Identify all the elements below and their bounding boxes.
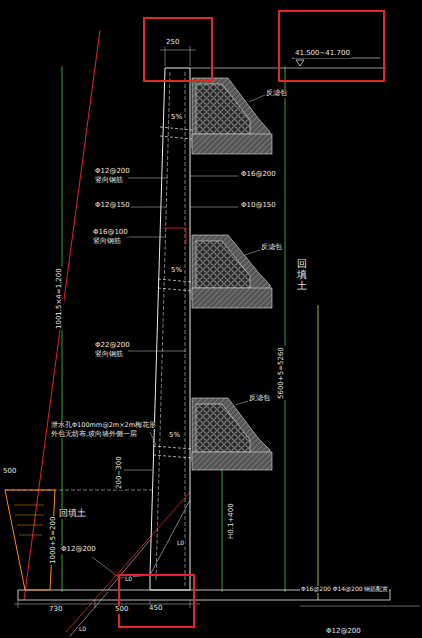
annotation: 竖向钢筋 [94,177,124,185]
dimension-text: 1000+5=200 [50,516,58,565]
annotation: 5% [170,114,183,122]
dimension-text: H0.1+400 [228,502,236,540]
highlight-box: 41.500~41.700 [278,10,385,82]
annotation: 5% [170,267,183,275]
dimension-text: 5600+5=5260 [278,346,286,400]
dimension-text: 41.500~41.700 [294,50,351,58]
annotation: 外包无纺布,坡向墙外侧一层 [50,431,138,438]
annotation: Φ12@200 [60,546,97,554]
annotation: 竖向钢筋 [94,351,124,359]
annotation: 反滤包 [260,244,283,252]
annotation: 反滤包 [248,395,271,403]
annotation: Φ16@200 Φ14@200 钢筋配置 [300,586,389,593]
annotation: 500 [2,468,17,476]
dimension-text: 200~300 [116,455,124,490]
dimension-text: 1001.5×4=1.200 [56,267,64,330]
annotation: Φ22@200 [94,342,131,350]
annotation: 反滤包 [265,90,288,98]
dimension-text: 250 [165,39,180,47]
dimension-text: 450 [148,605,163,613]
annotation: Φ10@150 [240,202,277,210]
annotation: 500 [114,606,129,614]
annotation: Φ12@200 [94,168,131,176]
annotation: 回填土 [58,509,87,519]
annotation: Φ16@200 [240,171,277,179]
highlight-box: 250 [143,17,213,82]
annotation: 竖向钢筋 [92,238,122,246]
annotation: 730 [48,606,63,614]
annotation: 5% [168,432,181,440]
annotation: Φ12@200 [325,628,362,636]
annotation: Φ12@150 [94,202,131,210]
fill-label: 回填土 [296,258,308,291]
annotation: 泄水孔Φ100mm@2m×2m梅花形 [50,422,157,429]
annotation: Φ16@100 [92,229,129,237]
annotation: L0 [176,540,185,547]
annotation: L0 [78,626,87,633]
annotation: L0 [124,576,133,583]
